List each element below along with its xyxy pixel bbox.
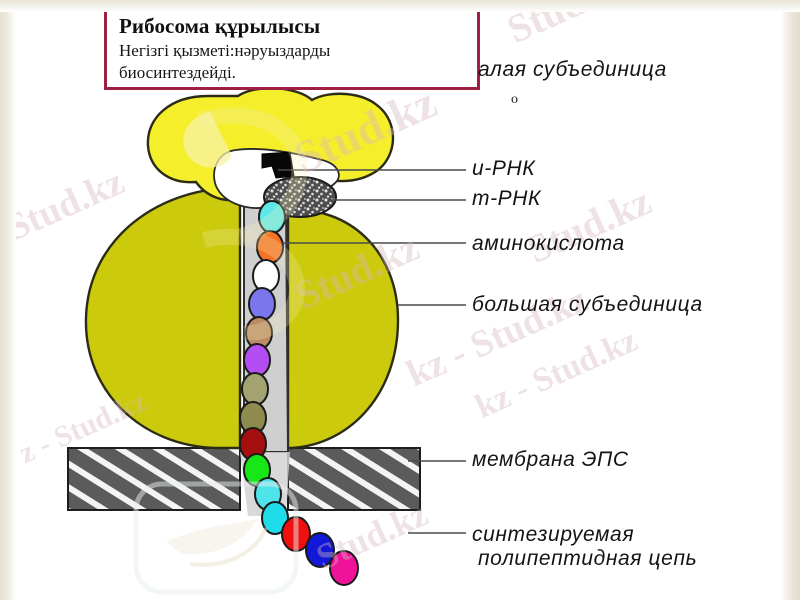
amino-acid-bead — [243, 343, 271, 377]
label-stray-o: о — [511, 92, 518, 107]
label-large-subunit: большая субъединица — [472, 293, 703, 316]
large-subunit-shape — [84, 186, 400, 450]
callout-body-line1: Негізгі қызметі:нәруыздарды — [119, 40, 331, 60]
amino-acid-bead-chain — [239, 200, 359, 586]
large-subunit-left-lobe — [84, 186, 242, 450]
label-eps-membrane: мембрана ЭПС — [472, 448, 629, 471]
amino-acid-bead — [329, 550, 359, 586]
label-polypeptide-chain-line1: синтезируемая — [472, 523, 635, 546]
membrane-right-segment — [287, 447, 421, 511]
amino-acid-bead — [241, 372, 269, 406]
membrane-left-segment — [67, 447, 241, 511]
eps-membrane-shape — [67, 447, 421, 511]
small-subunit-highlight — [183, 112, 232, 168]
callout-body-line2: биосинтездейді. — [119, 62, 236, 82]
amino-acid-bead — [248, 287, 276, 321]
label-t-rna: т-РНК — [472, 187, 542, 210]
callout-title: Рибосома құрылысы — [119, 14, 321, 38]
title-callout-box: Рибосома құрылысы Негізгі қызметі:нәруыз… — [104, 6, 480, 90]
amino-acid-bead — [256, 230, 284, 264]
label-amino-acid: аминокислота — [472, 232, 625, 255]
large-subunit-right-lobe — [286, 208, 400, 450]
amino-acid-bead — [252, 259, 280, 293]
i-rna-shape — [261, 151, 295, 179]
label-polypeptide-chain-line2: полипептидная цепь — [478, 547, 698, 570]
label-i-rna: и-РНК — [472, 157, 536, 180]
label-small-subunit: алая субъединица — [478, 58, 667, 81]
amino-acid-bead — [258, 200, 286, 234]
amino-acid-bead — [305, 532, 335, 568]
